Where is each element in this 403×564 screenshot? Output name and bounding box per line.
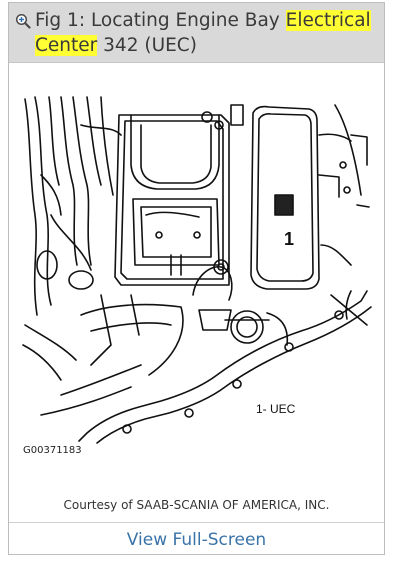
figure-header: Fig 1: Locating Engine Bay Electrical Ce…	[9, 3, 384, 63]
view-full-screen-link[interactable]: View Full-Screen	[126, 530, 267, 550]
center-module	[114, 114, 230, 286]
divider	[9, 522, 384, 523]
body-frame	[78, 290, 372, 444]
figure-card: Fig 1: Locating Engine Bay Electrical Ce…	[8, 2, 385, 555]
callout-number: 1	[284, 229, 294, 249]
image-code: G00371183	[23, 445, 82, 456]
title-text: 342 (UEC)	[97, 35, 197, 56]
image-credit: Courtesy of SAAB-SCANIA OF AMERICA, INC.	[63, 498, 330, 512]
lower-ducts	[40, 294, 184, 416]
zoom-in-icon[interactable]	[15, 13, 31, 29]
figure-title: Fig 1: Locating Engine Bay Electrical Ce…	[35, 8, 378, 58]
title-text: Fig 1: Locating Engine Bay	[35, 10, 286, 31]
engine-bay-diagram: 1 1- UEC	[22, 96, 372, 444]
legend-text: 1- UEC	[256, 402, 296, 416]
uec-box	[250, 105, 352, 290]
title-highlight: Electrical	[285, 10, 371, 31]
cap-component	[224, 310, 289, 346]
left-hoses	[22, 96, 122, 381]
right-connectors	[330, 104, 370, 326]
title-highlight: Center	[35, 35, 98, 56]
top-fittings	[192, 104, 244, 331]
